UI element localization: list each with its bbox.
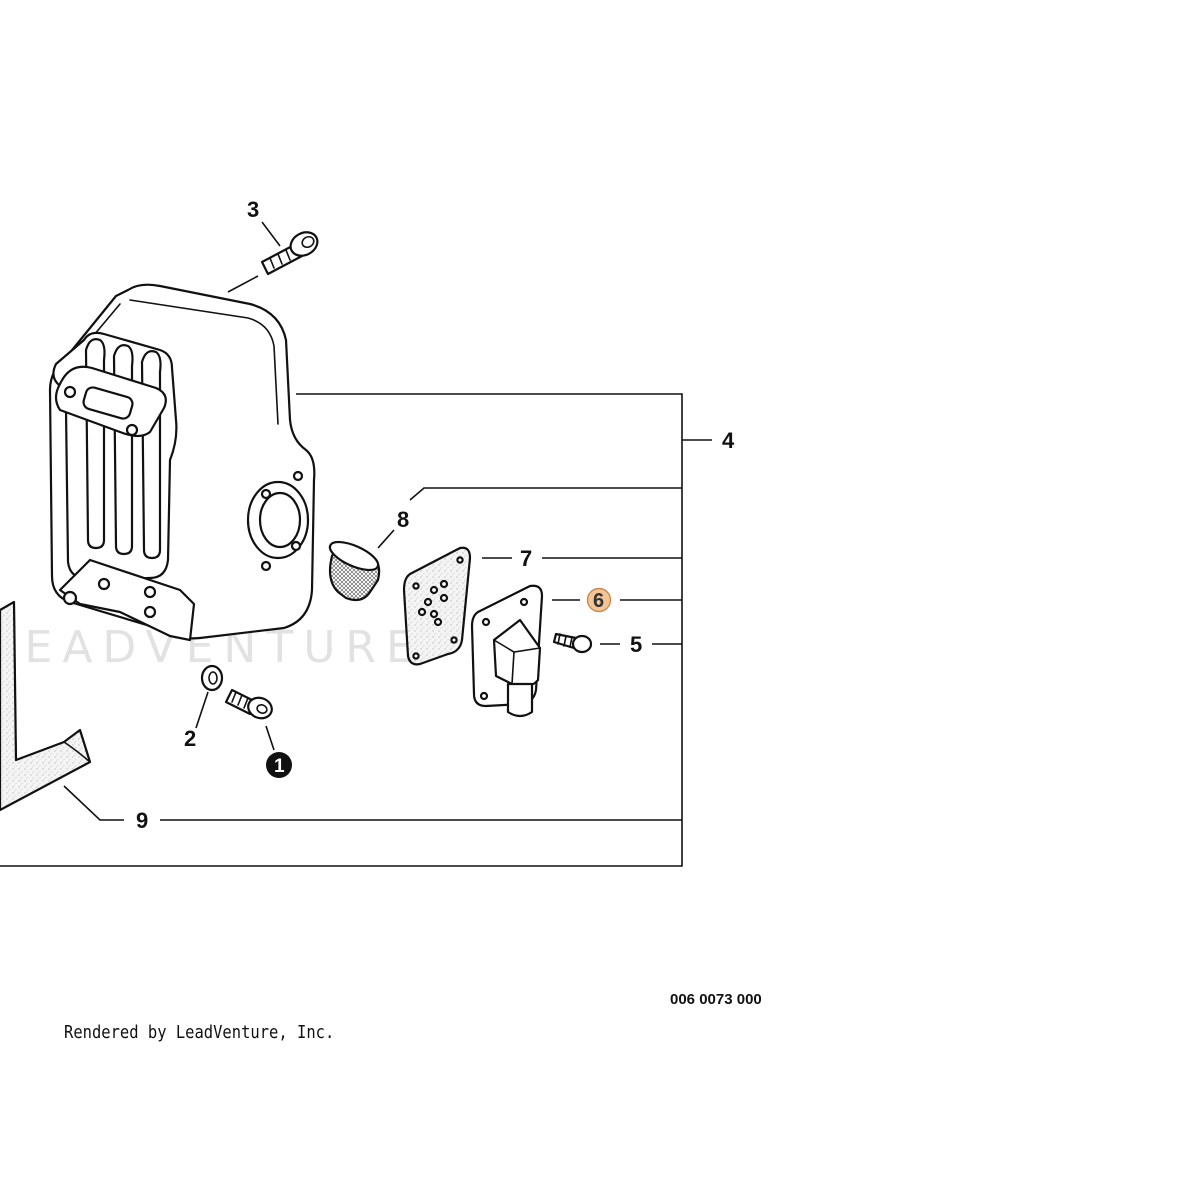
callout-3[interactable]: 3 bbox=[247, 197, 259, 222]
callout-6-highlighted[interactable]: 6 bbox=[586, 587, 612, 613]
render-credit: Rendered by LeadVenture, Inc. bbox=[64, 1022, 335, 1043]
muffler-body-part bbox=[48, 283, 316, 642]
leader-3 bbox=[261, 221, 281, 247]
screw-5-part bbox=[552, 632, 593, 654]
bolt-top-part bbox=[260, 231, 319, 276]
callout-6-highlight-circle bbox=[586, 587, 612, 613]
callout-6[interactable]: 6 bbox=[593, 590, 604, 612]
leader-9 bbox=[63, 785, 124, 821]
callout-1[interactable]: 1 bbox=[274, 756, 285, 777]
gasket-part bbox=[402, 546, 472, 666]
exhaust-deflector-part bbox=[470, 584, 544, 718]
leader-8 bbox=[377, 529, 395, 549]
callout-2[interactable]: 2 bbox=[184, 726, 196, 751]
assembly-bracket-4 bbox=[0, 393, 683, 867]
callout-9[interactable]: 9 bbox=[136, 808, 148, 833]
diagram-number: 006 0073 000 bbox=[670, 991, 762, 1008]
heat-shield-part bbox=[0, 600, 92, 812]
leader-2 bbox=[195, 691, 209, 729]
callout-1-circle bbox=[266, 752, 292, 778]
bolt-lower-part bbox=[224, 688, 273, 720]
callout-1-filled[interactable]: 1 bbox=[266, 752, 292, 778]
callout-7[interactable]: 7 bbox=[520, 546, 532, 571]
washer-part bbox=[200, 664, 224, 692]
leader-8-bracket bbox=[409, 487, 682, 501]
callout-4[interactable]: 4 bbox=[722, 428, 735, 453]
leader-3-axis bbox=[227, 275, 259, 293]
callout-8[interactable]: 8 bbox=[397, 507, 409, 532]
spark-arrestor-screen-part bbox=[328, 540, 381, 602]
leader-1 bbox=[265, 725, 275, 751]
callout-5[interactable]: 5 bbox=[630, 632, 642, 657]
